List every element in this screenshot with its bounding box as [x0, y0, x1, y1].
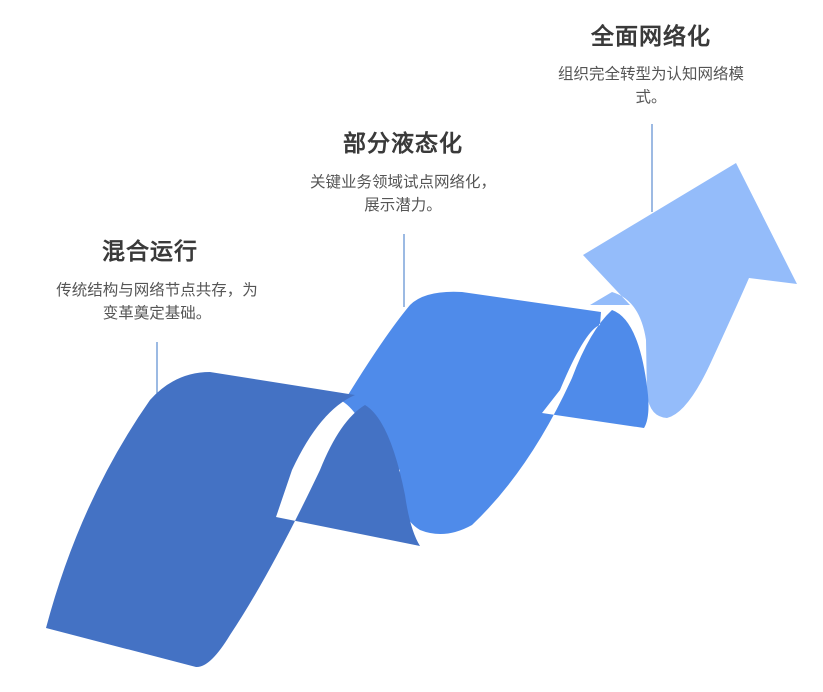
stage2-description: 关键业务领域试点网络化，展示潜力。 [309, 173, 496, 214]
stage3-description: 组织完全转型为认知网络模式。 [557, 65, 744, 106]
stage3-title: 全面网络化 [591, 24, 711, 50]
stage2-wave [340, 291, 649, 534]
stage1-description: 传统结构与网络节点共存，为变革奠定基础。 [56, 281, 258, 322]
stage1-title: 混合运行 [102, 239, 198, 265]
stage2-title: 部分液态化 [343, 131, 463, 157]
stage1-wave [46, 372, 420, 668]
stage3-arrow [583, 163, 797, 418]
